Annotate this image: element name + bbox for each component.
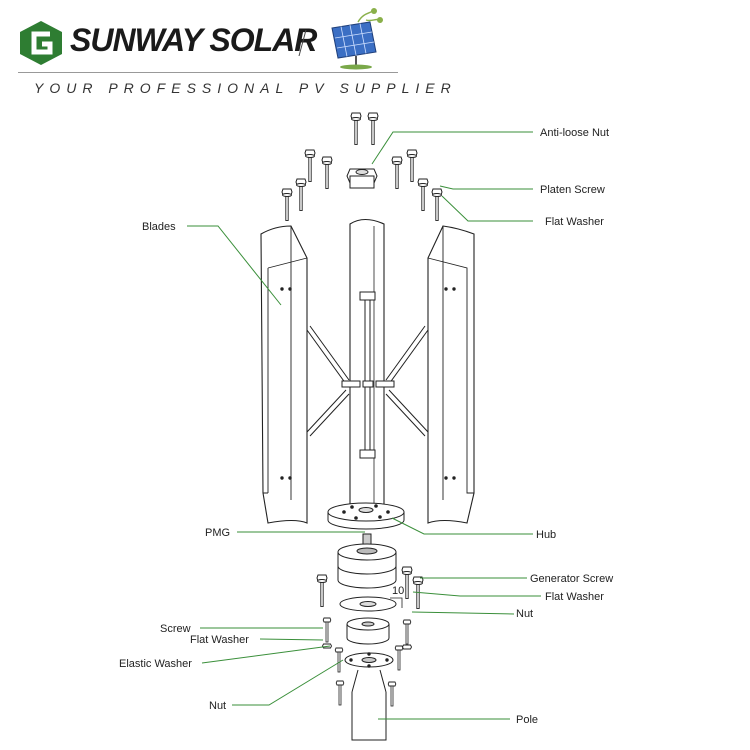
blade-holes [280,287,456,480]
label-blades: Blades [142,221,176,233]
platen-screw [431,188,443,221]
leader-flat-washer-top [441,195,533,222]
pmg-generator [337,533,397,589]
leader-anti-loose-nut [371,131,533,165]
pole-bolt-left [334,647,344,673]
label-nut-right: Nut [516,608,533,620]
platen-screw [391,156,403,189]
lower-screw-right [402,619,412,645]
leader-platen-screw [439,185,533,190]
generator-screw-left [316,574,328,607]
leader-flat-washer-left [259,638,324,641]
platen-screw [367,112,379,145]
pole-part [344,652,394,741]
label-anti-loose-nut: Anti-loose Nut [540,127,609,139]
platen-screw [304,149,316,182]
blade-right [427,225,475,524]
platen-screws [281,112,443,221]
header-divider [18,72,398,73]
label-nut-left: Nut [209,700,226,712]
label-pole: Pole [516,714,538,726]
leader-hub [391,517,533,535]
label-platen-screw: Platen Screw [540,184,605,196]
leader-flat-washer-right [412,591,541,597]
label-screw: Screw [160,623,191,635]
lower-nut-right [402,644,412,650]
platen-screw [350,112,362,145]
label-pmg: PMG [205,527,230,539]
pole-bolt-right-2 [387,681,397,707]
pole-bolt-left-2 [335,680,345,706]
pole-bolt-right [394,645,404,671]
label-flat-washer-left: Flat Washer [190,634,249,646]
support-frame [306,291,429,459]
label-flat-washer-right: Flat Washer [545,591,604,603]
brand-name: SUNWAY SOLAR [70,22,317,58]
tagline: YOUR PROFESSIONAL PV SUPPLIER [34,80,457,96]
adapter [346,617,390,645]
header: SUNWAY SOLAR YOUR PROFESSIONAL PV SUPPLI… [0,0,750,110]
anti-loose-nut [346,168,378,189]
leader-nut-right [411,611,515,615]
lower-screw-left [322,617,332,643]
platen-screw [295,178,307,211]
platen-screw [321,156,333,189]
platen-screw [417,178,429,211]
leader-blades [187,225,282,306]
solar-panel-icon [331,8,383,70]
flange-plate [339,596,397,612]
hub-part [327,502,405,530]
label-elastic-washer: Elastic Washer [119,658,192,670]
label-generator-screw: Generator Screw [530,573,613,585]
leader-nut-left [232,659,344,706]
platen-screw [281,188,293,221]
leader-elastic-washer [201,645,331,664]
sunway-logo-icon [20,21,62,65]
leader-lines [187,131,541,720]
blade-left [260,225,308,524]
label-flat-washer-top: Flat Washer [545,216,604,228]
platen-screw [406,149,418,182]
dimension-label: 10 [392,585,404,597]
label-hub: Hub [536,529,556,541]
